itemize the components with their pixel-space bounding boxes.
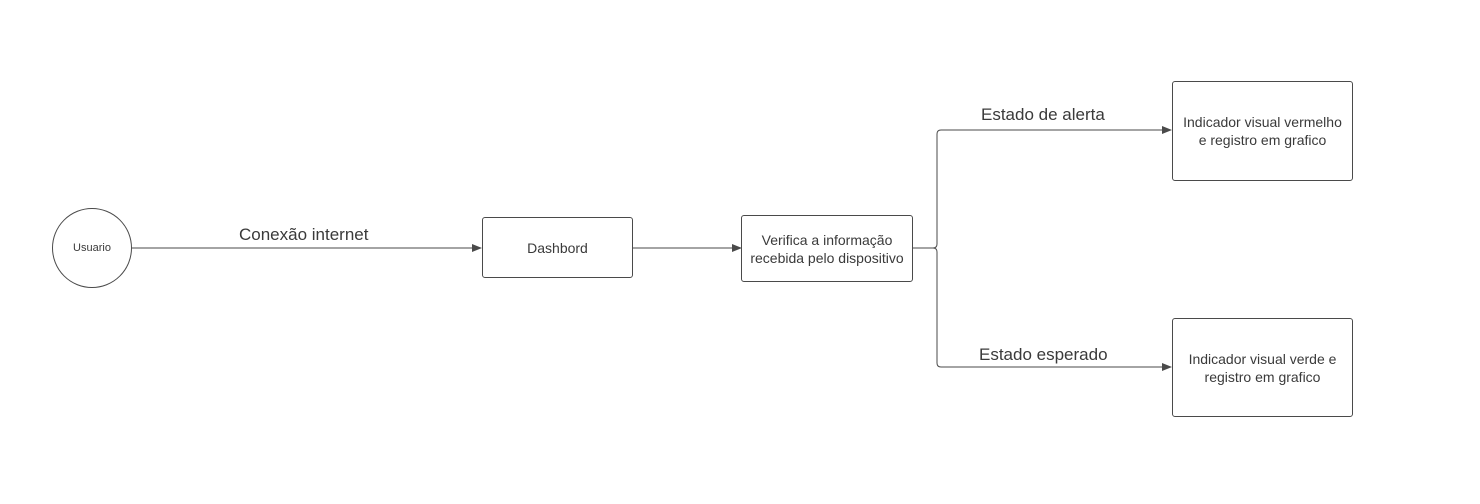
edge-label-internet: Conexão internet bbox=[239, 225, 369, 244]
edge-label-expected: Estado esperado bbox=[979, 345, 1108, 364]
node-dashboard-label: Dashbord bbox=[527, 239, 588, 256]
node-alert-indicator-label: Indicador visual vermelho e registro em … bbox=[1183, 114, 1342, 148]
node-expected-indicator[interactable]: Indicador visual verde e registro em gra… bbox=[1172, 318, 1353, 417]
node-user[interactable]: Usuario bbox=[52, 208, 132, 288]
edge-label-alert: Estado de alerta bbox=[981, 105, 1105, 124]
node-user-label: Usuario bbox=[73, 242, 111, 254]
node-dashboard[interactable]: Dashbord bbox=[482, 217, 633, 278]
connector-verify-expected bbox=[912, 247, 1172, 371]
node-verify-label: Verifica a informação recebida pelo disp… bbox=[750, 231, 904, 266]
node-alert-indicator[interactable]: Indicador visual vermelho e registro em … bbox=[1172, 81, 1353, 181]
node-verify[interactable]: Verifica a informação recebida pelo disp… bbox=[741, 215, 913, 282]
connector-verify-alert bbox=[912, 126, 1172, 249]
node-expected-indicator-label: Indicador visual verde e registro em gra… bbox=[1188, 350, 1337, 385]
